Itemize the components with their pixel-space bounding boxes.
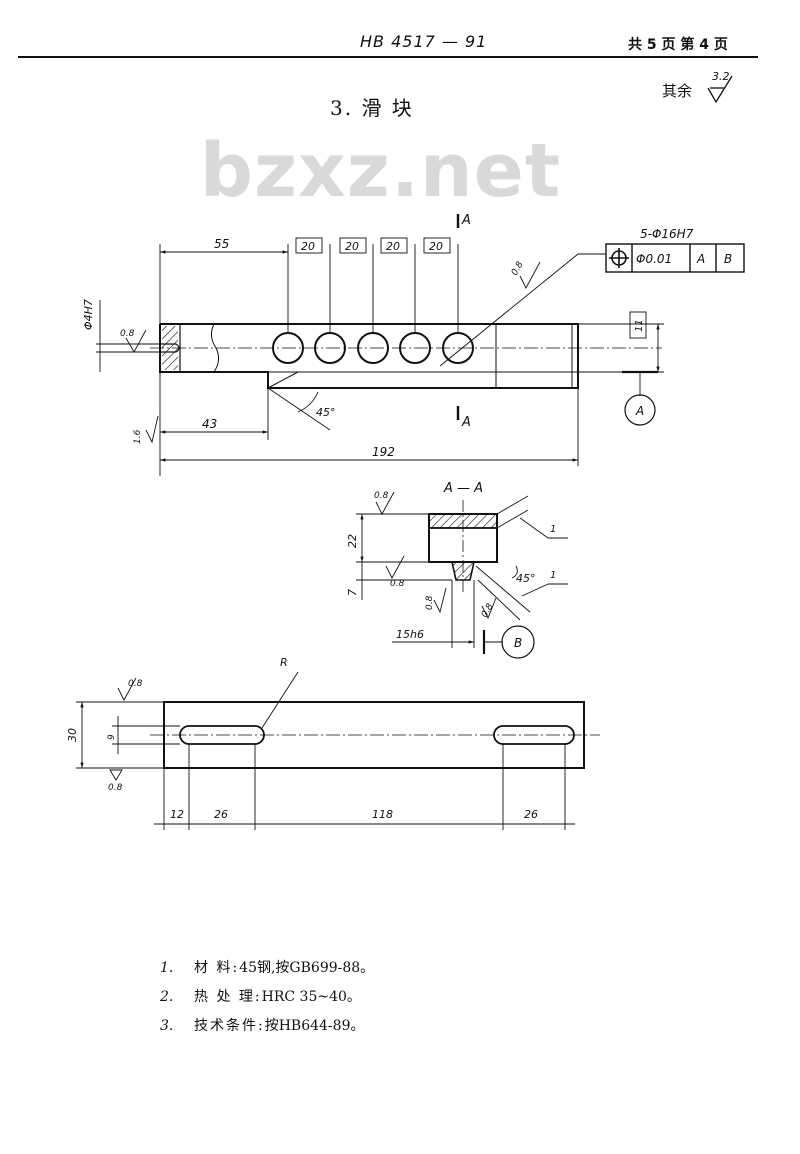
note-number: 2. — [160, 989, 174, 1005]
section-a-a-view — [428, 500, 498, 592]
section-title: A — A — [443, 481, 483, 496]
note-value: 按HB644-89。 — [264, 1018, 365, 1034]
hole-callout: 5-Φ16H7 — [640, 227, 694, 241]
angle-45-section: 45° — [516, 572, 536, 585]
dim-1-6: 1.6 — [133, 429, 143, 444]
dim-118: 118 — [372, 808, 393, 821]
note-value: 45钢,按GB699-88。 — [239, 960, 375, 976]
note-item: 1. 材 料: 45钢,按GB699-88。 — [160, 954, 374, 983]
dim-22: 22 — [346, 534, 359, 548]
roughness-symbol-rest — [707, 75, 733, 104]
roughness-08-bottom-top: 0.8 — [128, 679, 143, 689]
section-dimensions — [356, 491, 568, 659]
bottom-view — [150, 701, 600, 769]
tolerance-datum-a: A — [696, 252, 705, 266]
section-marker-bottom: A — [461, 415, 471, 430]
note-number: 3. — [160, 1018, 174, 1034]
note-value: HRC 35~40。 — [261, 989, 361, 1005]
dim-12: 12 — [170, 808, 184, 821]
watermark: bzxz.net — [200, 128, 562, 214]
note-label: 材 料: — [194, 960, 240, 976]
technical-notes: 1. 材 料: 45钢,按GB699-88。 2. 热 处 理: HRC 35~… — [160, 954, 374, 1041]
tolerance-value: Φ0.01 — [636, 252, 672, 266]
section-marker-top: A — [461, 213, 471, 228]
note-label: 热 处 理: — [194, 989, 262, 1005]
roughness-08-top: 0.8 — [510, 260, 526, 278]
dim-7: 7 — [346, 589, 359, 596]
top-view — [150, 323, 662, 389]
dim-26-right: 26 — [524, 808, 538, 821]
dim-pitch-1: 20 — [301, 240, 315, 253]
dim-55: 55 — [214, 237, 229, 251]
page-title: 3. 滑 块 — [330, 96, 414, 120]
header-rule — [18, 56, 758, 58]
roughness-08-section-left: 0.8 — [425, 595, 435, 610]
dim-43: 43 — [202, 417, 217, 431]
roughness-08-section-top: 0.8 — [374, 491, 389, 501]
top-view-dimensions — [96, 214, 664, 476]
datum-b-label: B — [514, 636, 522, 650]
tolerance-datum-b: B — [724, 252, 732, 266]
note-item: 2. 热 处 理: HRC 35~40。 — [160, 983, 374, 1012]
angle-45-top: 45° — [316, 406, 336, 419]
roughness-08-section-mid: 0.8 — [390, 579, 405, 589]
roughness-08-bottom-low: 0.8 — [108, 783, 123, 793]
surface-rest-label: 其余 — [662, 82, 693, 100]
dim-pitch-3: 20 — [386, 240, 400, 253]
dim-9: 9 — [107, 734, 117, 740]
dim-26-left: 26 — [214, 808, 228, 821]
dim-30: 30 — [66, 728, 79, 742]
dim-192: 192 — [372, 445, 395, 459]
rest-roughness-value: 3.2 — [712, 70, 730, 83]
dim-phi4h7: Φ4H7 — [82, 299, 95, 330]
position-tolerance-frame — [605, 243, 745, 273]
dim-15h6: 15h6 — [396, 628, 424, 641]
dim-11: 11 — [634, 319, 645, 332]
roughness-08-left: 0.8 — [120, 329, 135, 339]
standard-number: HB 4517 — 91 — [360, 32, 488, 51]
bottom-view-dimensions — [76, 671, 575, 830]
datum-a-label: A — [635, 404, 644, 418]
chamfer-1-bottom: 1 — [550, 570, 556, 581]
dim-pitch-4: 20 — [429, 240, 443, 253]
page-info: 共 5 页 第 4 页 — [628, 37, 728, 53]
dim-pitch-2: 20 — [345, 240, 359, 253]
note-number: 1. — [160, 960, 174, 976]
chamfer-1-top: 1 — [550, 524, 556, 535]
note-label: 技术条件: — [194, 1018, 265, 1034]
radius-label: R — [280, 656, 288, 669]
note-item: 3. 技术条件: 按HB644-89。 — [160, 1012, 374, 1041]
